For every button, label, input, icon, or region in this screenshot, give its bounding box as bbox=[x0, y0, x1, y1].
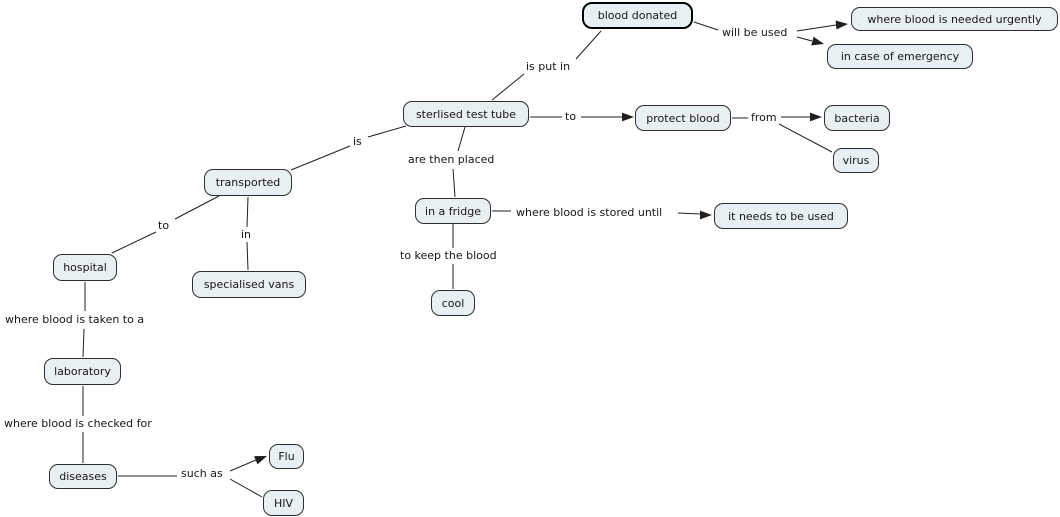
arrowhead bbox=[254, 456, 267, 465]
edge-label-where-blood-is-taken-to-a[interactable]: where blood is taken to a bbox=[3, 313, 147, 327]
edge-label-is-put-in[interactable]: is put in bbox=[524, 60, 573, 74]
node-transported[interactable]: transported bbox=[204, 169, 292, 196]
edge-label-to-keep-the-blood[interactable]: to keep the blood bbox=[398, 249, 499, 263]
edge-label-to-protect[interactable]: to bbox=[563, 110, 579, 124]
edge-label-are-then-placed[interactable]: are then placed bbox=[406, 153, 497, 167]
edge-lines bbox=[82, 21, 837, 498]
node-virus[interactable]: virus bbox=[833, 148, 879, 173]
edge-label-is[interactable]: is bbox=[351, 135, 364, 149]
edge-label-such-as[interactable]: such as bbox=[179, 467, 225, 481]
node-hospital[interactable]: hospital bbox=[53, 254, 117, 281]
node-sterlised-test-tube[interactable]: sterlised test tube bbox=[403, 101, 529, 127]
node-in-a-fridge[interactable]: in a fridge bbox=[415, 198, 491, 224]
edge-label-will-be-used[interactable]: will be used bbox=[720, 26, 790, 40]
arrowhead bbox=[835, 20, 848, 30]
edge-label-in-vans[interactable]: in bbox=[239, 228, 254, 242]
node-flu[interactable]: Flu bbox=[269, 444, 304, 469]
node-specialised-vans[interactable]: specialised vans bbox=[192, 271, 306, 298]
node-hiv[interactable]: HIV bbox=[263, 490, 304, 516]
node-blood-donated[interactable]: blood donated bbox=[582, 2, 693, 29]
node-it-needs-to-be-used[interactable]: it needs to be used bbox=[714, 203, 848, 229]
node-laboratory[interactable]: laboratory bbox=[44, 358, 121, 385]
edge-label-to-hospital[interactable]: to bbox=[156, 219, 172, 233]
node-diseases[interactable]: diseases bbox=[49, 464, 117, 489]
node-bacteria[interactable]: bacteria bbox=[824, 105, 890, 131]
arrowhead bbox=[622, 112, 634, 122]
arrowheads bbox=[254, 20, 848, 465]
arrowhead bbox=[810, 112, 822, 122]
edge-label-where-blood-is-stored-until[interactable]: where blood is stored until bbox=[514, 206, 665, 220]
node-protect-blood[interactable]: protect blood bbox=[635, 105, 731, 131]
edge-label-from[interactable]: from bbox=[749, 111, 779, 125]
arrowhead bbox=[700, 210, 712, 220]
node-where-blood-is-needed-urgently[interactable]: where blood is needed urgently bbox=[851, 7, 1058, 31]
arrowhead bbox=[811, 36, 824, 46]
edge-label-where-blood-is-checked-for[interactable]: where blood is checked for bbox=[2, 417, 154, 431]
node-in-case-of-emergency[interactable]: in case of emergency bbox=[827, 44, 973, 69]
node-cool[interactable]: cool bbox=[431, 290, 475, 316]
